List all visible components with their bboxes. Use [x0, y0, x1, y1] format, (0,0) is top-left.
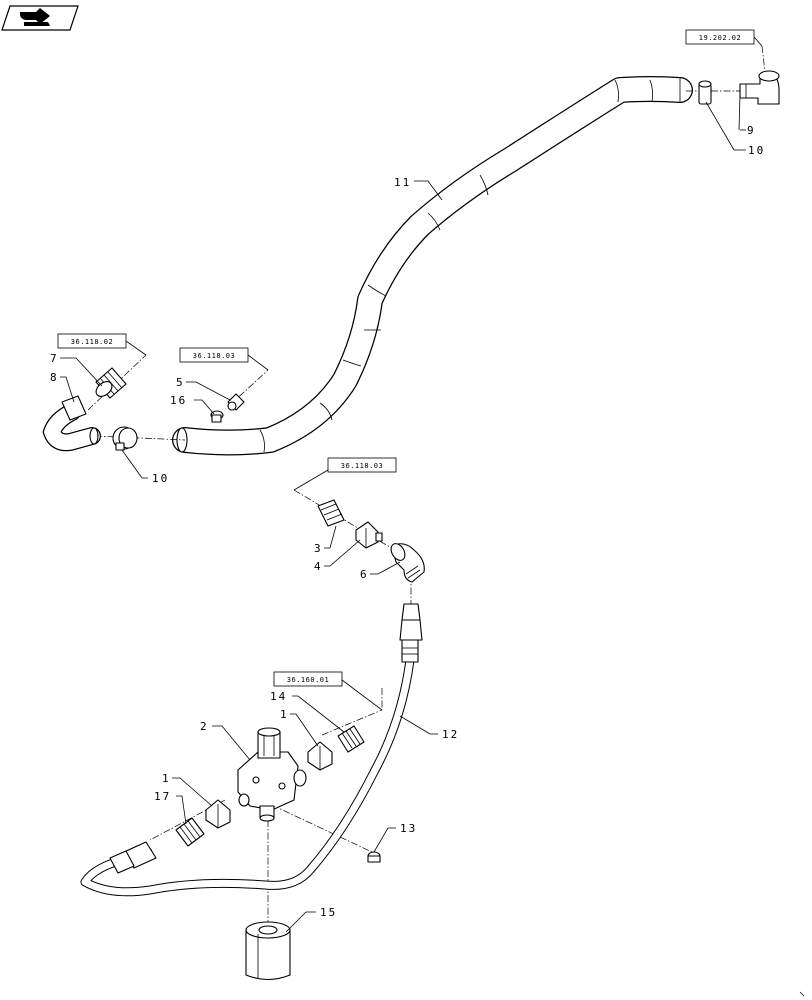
- plug-13: [367, 851, 381, 863]
- svg-text:1: 1: [162, 772, 171, 785]
- callout: 4: [314, 539, 361, 573]
- svg-text:8: 8: [50, 371, 59, 384]
- nut-1-upper: [307, 741, 333, 771]
- svg-text:36.118.03: 36.118.03: [193, 352, 235, 360]
- callout: 6: [360, 561, 401, 581]
- fitting-7: [95, 367, 127, 399]
- svg-text:14: 14: [270, 690, 287, 703]
- callout: 15: [285, 906, 337, 933]
- filter-15: [245, 921, 291, 981]
- svg-text:1: 1: [280, 708, 289, 721]
- fitting-17: [175, 817, 205, 847]
- svg-text:16: 16: [170, 394, 187, 407]
- callout: 10: [121, 449, 169, 485]
- callout: 7: [50, 352, 103, 387]
- callout: 13: [373, 822, 417, 853]
- plug-16: [210, 410, 224, 423]
- svg-text:10: 10: [748, 144, 765, 157]
- coupler-9: [739, 70, 780, 105]
- callout: 17: [154, 790, 187, 825]
- svg-text:12: 12: [442, 728, 459, 741]
- reference-box[interactable]: 19.202.02: [685, 29, 763, 47]
- reference-box[interactable]: 36.118.03: [179, 347, 269, 371]
- svg-text:9: 9: [747, 124, 756, 137]
- hose-12: [80, 603, 423, 897]
- fitting-5: [227, 393, 245, 411]
- callout: 1: [280, 708, 319, 747]
- svg-text:13: 13: [400, 822, 417, 835]
- svg-text:15: 15: [320, 906, 337, 919]
- svg-text:7: 7: [50, 352, 59, 365]
- svg-text:5: 5: [176, 376, 185, 389]
- callout: 2: [200, 720, 251, 761]
- reference-box[interactable]: 36.118.02: [57, 333, 147, 356]
- svg-text:36.160.01: 36.160.01: [287, 676, 329, 684]
- svg-text:3: 3: [314, 542, 323, 555]
- svg-text:2: 2: [200, 720, 209, 733]
- callout: 10: [705, 101, 765, 157]
- back-arrow-icon[interactable]: [1, 5, 79, 31]
- svg-text:4: 4: [314, 560, 323, 573]
- callout: 3: [314, 525, 337, 555]
- svg-text:11: 11: [394, 176, 411, 189]
- callout: 11: [394, 176, 443, 201]
- clamp-10-top: [698, 80, 712, 105]
- callout: 16: [170, 394, 215, 415]
- svg-text:6: 6: [360, 568, 369, 581]
- elbow-6: [390, 543, 425, 583]
- clamp-10-left: [112, 426, 138, 451]
- nut-4: [355, 521, 383, 549]
- callout: 1: [162, 772, 213, 807]
- hose-11: [172, 76, 693, 456]
- callout: 5: [176, 376, 231, 401]
- valve-2: [237, 727, 307, 822]
- reference-box[interactable]: 36.118.03: [293, 457, 397, 491]
- svg-text:17: 17: [154, 790, 171, 803]
- svg-text:36.118.03: 36.118.03: [341, 462, 383, 470]
- callout: 14: [270, 690, 345, 733]
- connector-3: [317, 499, 345, 527]
- fitting-14: [337, 725, 365, 753]
- reference-box[interactable]: 36.160.01: [273, 671, 383, 711]
- nut-1-lower: [205, 799, 231, 829]
- svg-text:36.118.02: 36.118.02: [71, 338, 113, 346]
- svg-text:10: 10: [152, 472, 169, 485]
- svg-text:19.202.02: 19.202.02: [699, 34, 741, 42]
- callout: 12: [399, 715, 459, 741]
- callout: 9: [738, 94, 756, 137]
- elbow-hose-8: [42, 395, 101, 452]
- callout: 8: [50, 371, 75, 403]
